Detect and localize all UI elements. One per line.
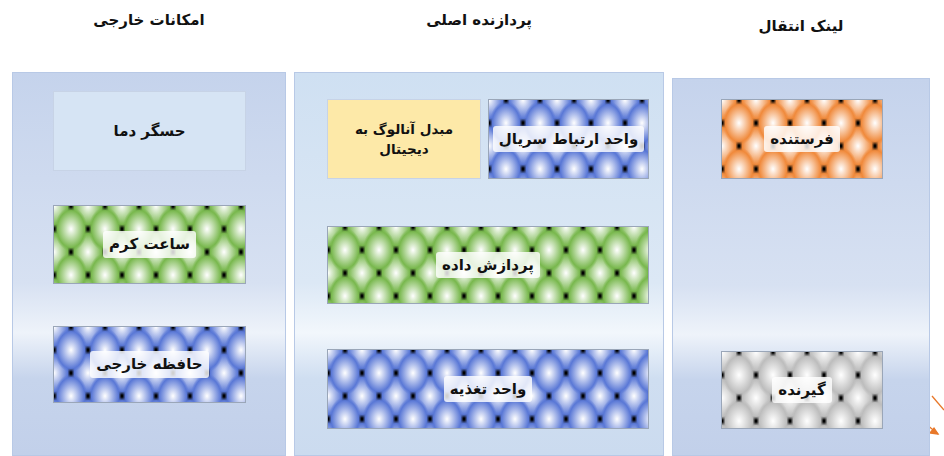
component-box: فرستنده: [721, 99, 883, 179]
group-panel: لینک انتقالفرستندهگیرنده: [672, 78, 930, 456]
box-label: حافظه خارجی: [90, 351, 208, 378]
component-box: واحد ارتباط سریال: [488, 99, 649, 179]
box-label: مبدل آنالوگ به دیجیتال: [328, 117, 480, 162]
component-box: مبدل آنالوگ به دیجیتال: [327, 99, 481, 179]
box-label: واحد تغذیه: [444, 376, 533, 403]
panel-heading: لینک انتقال: [673, 17, 929, 35]
box-label: گیرنده: [772, 377, 831, 404]
box-label: پردازش داده: [436, 252, 540, 279]
group-panel: پردازنده اصلیواحد ارتباط سریالمبدل آنالو…: [294, 72, 664, 456]
panel-heading: پردازنده اصلی: [295, 11, 663, 29]
box-label: ساعت کرم: [103, 231, 196, 258]
component-box: ساعت کرم: [53, 205, 246, 284]
panel-heading: امکانات خارجی: [13, 11, 285, 29]
component-box: پردازش داده: [327, 226, 649, 304]
component-box: حسگر دما: [53, 91, 246, 171]
component-box: واحد تغذیه: [327, 349, 649, 429]
box-label: حسگر دما: [108, 118, 192, 145]
group-panel: امکانات خارجیحسگر دماساعت کرمحافظه خارجی: [12, 72, 286, 456]
box-label: واحد ارتباط سریال: [493, 126, 645, 153]
box-label: فرستنده: [764, 126, 840, 153]
component-box: حافظه خارجی: [53, 326, 246, 403]
component-box: گیرنده: [721, 351, 883, 429]
